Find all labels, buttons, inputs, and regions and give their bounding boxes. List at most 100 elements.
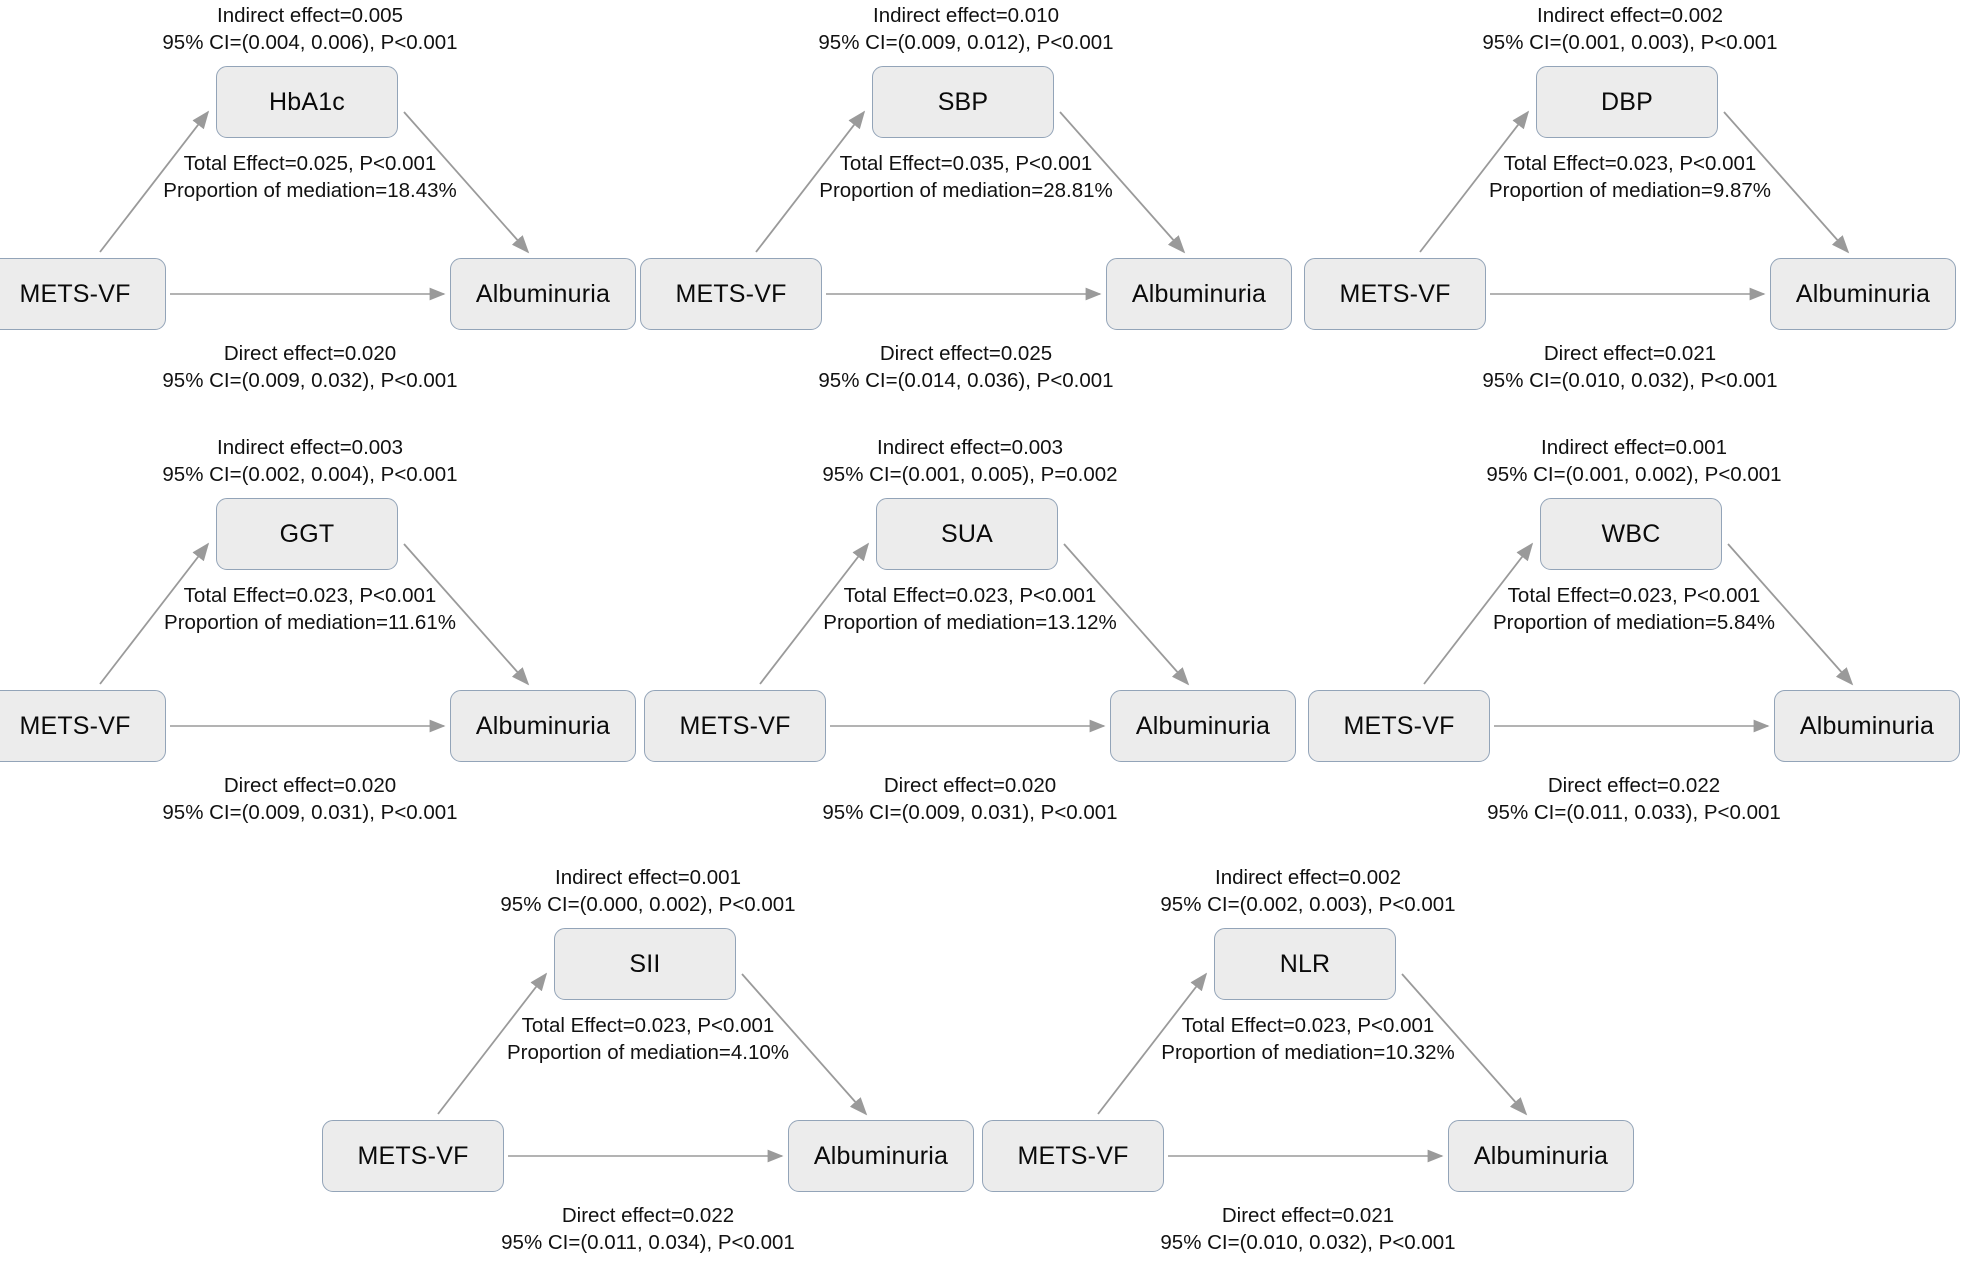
mediator-node[interactable]: SBP [872, 66, 1054, 138]
arrow-mediator-to-outcome [1059, 111, 1186, 254]
mediator-node[interactable]: HbA1c [216, 66, 398, 138]
outcome-node[interactable]: Albuminuria [1110, 690, 1296, 762]
direct-effect-label: Direct effect=0.020 95% CI=(0.009, 0.031… [0, 772, 640, 827]
indirect-effect-value: Indirect effect=0.003 [217, 436, 403, 459]
direct-effect-value: Direct effect=0.020 [883, 774, 1057, 797]
indirect-effect-label: Indirect effect=0.002 95% CI=(0.001, 0.0… [1300, 2, 1960, 57]
outcome-node[interactable]: Albuminuria [788, 1120, 974, 1192]
arrow-layer [759, 542, 1190, 733]
exposure-node[interactable]: METS-VF [1308, 690, 1490, 762]
mediator-node[interactable]: WBC [1540, 498, 1722, 570]
indirect-effect-value: Indirect effect=0.001 [1541, 436, 1727, 459]
outcome-label: Albuminuria [475, 279, 611, 308]
indirect-effect-ci: 95% CI=(0.004, 0.006), P<0.001 [162, 31, 458, 55]
outcome-label: Albuminuria [1473, 1141, 1609, 1170]
exposure-node[interactable]: METS-VF [322, 1120, 504, 1192]
total-effect-value: Total Effect=0.023, P<0.001 [521, 1014, 775, 1037]
direct-effect-value: Direct effect=0.020 [223, 342, 397, 365]
direct-effect-value: Direct effect=0.025 [879, 342, 1053, 365]
total-effect-label: Total Effect=0.023, P<0.001 Proportion o… [640, 582, 1300, 637]
mediation-panel-sii: Indirect effect=0.001 95% CI=(0.000, 0.0… [318, 862, 978, 1262]
exposure-node[interactable]: METS-VF [0, 258, 166, 330]
indirect-effect-value: Indirect effect=0.002 [1215, 866, 1401, 889]
direct-effect-ci: 95% CI=(0.011, 0.033), P<0.001 [1487, 801, 1781, 825]
total-effect-label: Total Effect=0.025, P<0.001 Proportion o… [0, 150, 640, 205]
mediation-panel-hba1c: Indirect effect=0.005 95% CI=(0.004, 0.0… [0, 0, 640, 400]
arrow-mediator-to-outcome [1063, 543, 1190, 686]
direct-effect-value: Direct effect=0.021 [1543, 342, 1717, 365]
outcome-node[interactable]: Albuminuria [450, 690, 636, 762]
direct-effect-label: Direct effect=0.025 95% CI=(0.014, 0.036… [636, 340, 1296, 395]
total-effect-label: Total Effect=0.023, P<0.001 Proportion o… [978, 1012, 1638, 1067]
mediation-panel-nlr: Indirect effect=0.002 95% CI=(0.002, 0.0… [978, 862, 1638, 1262]
arrow-exposure-to-mediator [1423, 542, 1534, 685]
arrow-exposure-to-mediator [1419, 110, 1530, 253]
indirect-effect-ci: 95% CI=(0.002, 0.004), P<0.001 [162, 463, 458, 487]
outcome-node[interactable]: Albuminuria [1774, 690, 1960, 762]
direct-effect-ci: 95% CI=(0.014, 0.036), P<0.001 [818, 369, 1114, 393]
arrow-exposure-to-mediator [755, 110, 866, 253]
exposure-label: METS-VF [679, 711, 791, 740]
mediator-node[interactable]: NLR [1214, 928, 1396, 1000]
exposure-label: METS-VF [19, 279, 131, 308]
indirect-effect-value: Indirect effect=0.005 [217, 4, 403, 27]
proportion-of-mediation: Proportion of mediation=5.84% [1492, 611, 1776, 635]
arrow-mediator-to-outcome [1727, 543, 1854, 686]
total-effect-label: Total Effect=0.023, P<0.001 Proportion o… [1300, 150, 1960, 205]
arrow-layer [1097, 972, 1528, 1163]
indirect-effect-ci: 95% CI=(0.009, 0.012), P<0.001 [818, 31, 1114, 55]
mediation-panel-ggt: Indirect effect=0.003 95% CI=(0.002, 0.0… [0, 432, 640, 832]
direct-effect-value: Direct effect=0.020 [223, 774, 397, 797]
proportion-of-mediation: Proportion of mediation=9.87% [1488, 179, 1772, 203]
outcome-label: Albuminuria [1135, 711, 1271, 740]
arrow-mediator-to-outcome [403, 543, 530, 686]
mediator-node[interactable]: SUA [876, 498, 1058, 570]
total-effect-value: Total Effect=0.023, P<0.001 [1181, 1014, 1435, 1037]
indirect-effect-value: Indirect effect=0.002 [1537, 4, 1723, 27]
direct-effect-label: Direct effect=0.022 95% CI=(0.011, 0.033… [1304, 772, 1964, 827]
outcome-label: Albuminuria [475, 711, 611, 740]
exposure-node[interactable]: METS-VF [0, 690, 166, 762]
mediator-label: HbA1c [268, 87, 346, 116]
outcome-node[interactable]: Albuminuria [1106, 258, 1292, 330]
indirect-effect-ci: 95% CI=(0.001, 0.005), P=0.002 [822, 463, 1118, 487]
indirect-effect-label: Indirect effect=0.001 95% CI=(0.001, 0.0… [1304, 434, 1964, 489]
outcome-label: Albuminuria [1799, 711, 1935, 740]
outcome-node[interactable]: Albuminuria [1770, 258, 1956, 330]
exposure-node[interactable]: METS-VF [640, 258, 822, 330]
arrow-mediator-to-outcome [1401, 973, 1528, 1116]
arrow-exposure-to-mediator [759, 542, 870, 685]
indirect-effect-value: Indirect effect=0.001 [555, 866, 741, 889]
exposure-node[interactable]: METS-VF [1304, 258, 1486, 330]
arrow-mediator-to-outcome [1723, 111, 1850, 254]
direct-effect-ci: 95% CI=(0.010, 0.032), P<0.001 [1160, 1231, 1456, 1255]
mediator-node[interactable]: GGT [216, 498, 398, 570]
mediator-node[interactable]: SII [554, 928, 736, 1000]
arrow-exposure-to-mediator [99, 110, 210, 253]
exposure-node[interactable]: METS-VF [982, 1120, 1164, 1192]
mediation-panel-sua: Indirect effect=0.003 95% CI=(0.001, 0.0… [640, 432, 1300, 832]
indirect-effect-label: Indirect effect=0.003 95% CI=(0.001, 0.0… [640, 434, 1300, 489]
total-effect-label: Total Effect=0.035, P<0.001 Proportion o… [636, 150, 1296, 205]
outcome-node[interactable]: Albuminuria [450, 258, 636, 330]
arrow-layer [437, 972, 868, 1163]
proportion-of-mediation: Proportion of mediation=10.32% [1161, 1041, 1455, 1065]
arrow-layer [1419, 110, 1850, 301]
total-effect-label: Total Effect=0.023, P<0.001 Proportion o… [0, 582, 640, 637]
total-effect-value: Total Effect=0.035, P<0.001 [839, 152, 1093, 175]
mediator-node[interactable]: DBP [1536, 66, 1718, 138]
arrow-exposure-to-mediator [1097, 972, 1208, 1115]
indirect-effect-value: Indirect effect=0.003 [877, 436, 1063, 459]
total-effect-label: Total Effect=0.023, P<0.001 Proportion o… [318, 1012, 978, 1067]
mediator-label: DBP [1600, 87, 1653, 116]
direct-effect-label: Direct effect=0.022 95% CI=(0.011, 0.034… [318, 1202, 978, 1257]
direct-effect-ci: 95% CI=(0.010, 0.032), P<0.001 [1482, 369, 1778, 393]
direct-effect-ci: 95% CI=(0.009, 0.031), P<0.001 [162, 801, 458, 825]
outcome-node[interactable]: Albuminuria [1448, 1120, 1634, 1192]
exposure-label: METS-VF [1339, 279, 1451, 308]
exposure-node[interactable]: METS-VF [644, 690, 826, 762]
total-effect-value: Total Effect=0.025, P<0.001 [183, 152, 437, 175]
mediator-label: SII [629, 949, 661, 978]
mediator-label: GGT [279, 519, 335, 548]
arrow-exposure-to-mediator [437, 972, 548, 1115]
